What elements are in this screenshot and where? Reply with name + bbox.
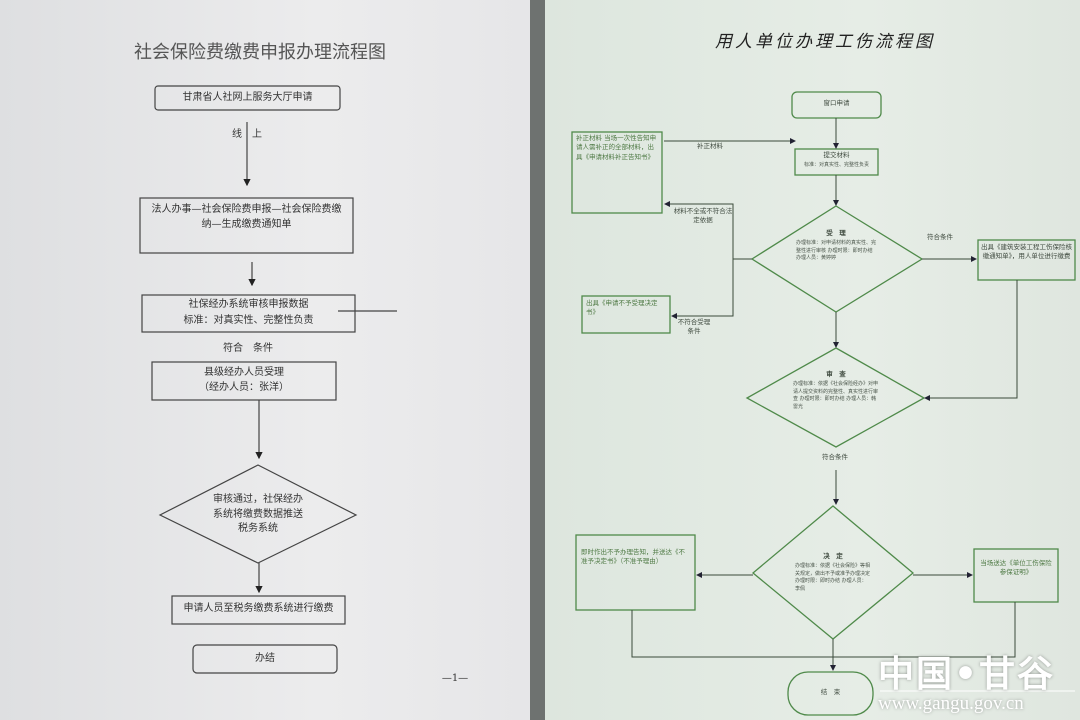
reject-box: 出具《申请不予受理决定书》 bbox=[586, 299, 658, 317]
step-county-acceptance-2: （经办人员：张洋） bbox=[199, 382, 289, 393]
supplement-box: 补正材料 当场一次性告知申请人需补正的全部材料，出具《申请材料补正告知书》 bbox=[576, 134, 657, 161]
accept-detail: 办理标准：对申请材料的真实性、完整性进行审核 办理时限：即时办结 办理人员：黄婷… bbox=[796, 240, 877, 261]
step-system-review-2: 标准：对真实性、完整性负责 bbox=[183, 315, 314, 326]
online-label: 线 上 bbox=[232, 129, 262, 140]
step-legal-person-declaration: 法人办事—社会保险费申报—社会保险费缴纳—生成缴费通知单 bbox=[151, 204, 342, 230]
decide-detail: 办理标准：依据《社会保险》等相关规定，做出不予或准予办理决定 办理时限：即时办结… bbox=[795, 563, 871, 592]
step-end: 办结 bbox=[255, 653, 275, 664]
box-online-application bbox=[154, 85, 341, 111]
step-tax-payment: 申请人员至税务缴费系统进行缴费 bbox=[183, 603, 334, 614]
review-title: 审 查 bbox=[826, 370, 846, 378]
right-document-page bbox=[545, 0, 1080, 720]
step-county-acceptance-1: 县级经办人员受理 bbox=[204, 367, 284, 378]
grant-box: 当场送达《单位工伤保险参保证明》 bbox=[980, 559, 1052, 577]
watermark-url: www.gangu.gov.cn bbox=[878, 693, 1024, 714]
end-terminal: 结 束 bbox=[820, 688, 841, 696]
supplement-label: 补正材料 bbox=[697, 142, 723, 150]
incomplete-label: 材料不全或不符合法定依据 bbox=[673, 207, 733, 225]
step-system-review-1: 社保经办系统审核申报数据 bbox=[188, 299, 309, 310]
meets-condition-label: 符合条件 bbox=[927, 233, 953, 241]
notice-box: 出具《建筑安装工程工伤保险核缴通知单》，用人单位进行缴费 bbox=[981, 243, 1072, 261]
decide-title: 决 定 bbox=[823, 552, 843, 560]
review-detail: 办理标准：依据《社会保险经办》对申请人提交资料的完整性、真实性进行审查 办理时限… bbox=[793, 381, 879, 410]
right-doc-title: 用人单位办理工伤流程图 bbox=[715, 32, 935, 52]
left-document-page bbox=[0, 0, 530, 720]
condition-label: 符合 条件 bbox=[223, 343, 273, 354]
step-submit-detail: 标准：对真实性、完整性负责 bbox=[803, 162, 869, 168]
step-submit-title: 提交材料 bbox=[823, 151, 850, 159]
meets-condition-label-2: 符合条件 bbox=[822, 453, 848, 461]
deny-box: 即时作出不予办理告知，并送达《不准予决定书》（不准予理由） bbox=[581, 548, 685, 566]
step-online-application: 甘肃省人社网上服务大厅申请 bbox=[182, 92, 313, 103]
page-number: —1— bbox=[441, 673, 469, 684]
left-doc-title: 社会保险费缴费申报办理流程图 bbox=[134, 42, 386, 63]
reject-label: 不符合受理条件 bbox=[677, 318, 711, 336]
step-window-application: 窗口申请 bbox=[823, 99, 850, 107]
watermark-name: 中国•甘谷 bbox=[878, 653, 1056, 695]
decision-review-passed: 审核通过，社保经办系统将缴费数据推送税务系统 bbox=[213, 494, 303, 534]
accept-title: 受 理 bbox=[826, 229, 846, 237]
